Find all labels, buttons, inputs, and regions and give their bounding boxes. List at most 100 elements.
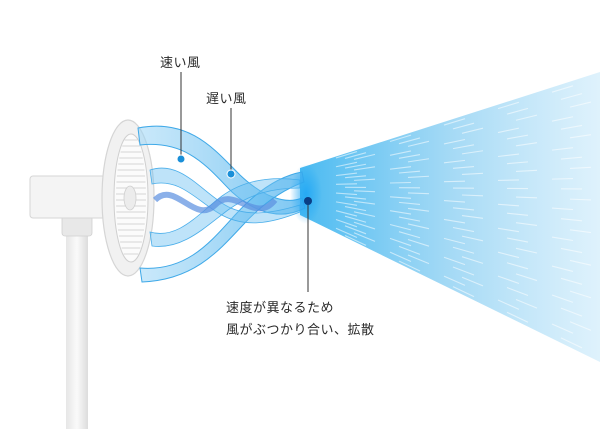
airflow-streak (344, 163, 367, 169)
airflow-streak (551, 85, 574, 93)
airflow-streak (560, 93, 583, 100)
airflow-streak (353, 211, 376, 218)
airflow-streak (398, 260, 421, 272)
airflow-streak (443, 118, 466, 126)
airflow-streak (506, 237, 529, 243)
airflow-streak (569, 321, 592, 331)
airflow-streak (551, 116, 574, 122)
airflow-streak (407, 254, 430, 265)
airflow-streak (506, 107, 529, 115)
airflow-streak (398, 231, 421, 239)
airflow-streak (497, 101, 520, 110)
airflow-streak (461, 235, 484, 242)
airflow-streak (497, 179, 520, 181)
fan-pole (66, 215, 88, 429)
airflow-streak (497, 227, 520, 233)
airflow-streak (497, 153, 520, 158)
airflow-streak (506, 161, 529, 165)
airflow-streak (407, 158, 430, 163)
airflow-streak (452, 165, 475, 169)
airflow-streak (407, 223, 430, 230)
airflow-streak (551, 323, 574, 334)
airflow-streak (569, 290, 592, 299)
airflow-streak (389, 210, 412, 215)
airflow-streak (335, 201, 358, 206)
airflow-streak (452, 122, 475, 130)
airflow-streak (335, 218, 358, 228)
airflow-streak (389, 181, 412, 184)
airflow-streak (515, 196, 538, 199)
airflow-streak (398, 154, 421, 159)
airflow-streak (461, 194, 484, 197)
airflow-streak (443, 237, 466, 245)
airflow-streak (443, 200, 466, 203)
airflow-streak (515, 169, 538, 172)
airflow-streak (335, 151, 358, 159)
airflow-streak (407, 192, 430, 195)
airflow-streak (389, 196, 412, 199)
airflow-streak (398, 201, 421, 206)
airflow-streak (515, 273, 538, 282)
airflow-streak (389, 237, 412, 247)
airflow-streak (443, 138, 466, 145)
result-label-line1: 速度が異なるため (226, 301, 335, 316)
airflow-cone (300, 72, 600, 362)
airflow-streak (569, 198, 592, 201)
fast-wind-label: 速い風 (160, 56, 201, 71)
airflow-streak (560, 247, 583, 254)
airflow-streak (353, 232, 376, 242)
airflow-streak (443, 159, 466, 164)
airflow-streak (515, 114, 538, 121)
airflow-streak (497, 127, 520, 134)
airflow-streak (461, 256, 484, 264)
airflow-streak (335, 192, 358, 196)
airflow-streak (344, 234, 367, 246)
airflow-streak (497, 299, 520, 310)
airflow-streak (353, 178, 376, 181)
airflow-streak (398, 137, 421, 145)
airflow-streak (443, 180, 466, 183)
collision-core-glow (290, 164, 322, 224)
airflow-streak (452, 207, 475, 211)
airflow-streak (506, 262, 529, 270)
slow-wind-label: 遅い風 (206, 92, 247, 107)
airflow-streak (560, 156, 583, 160)
result-label-line2: 風がぶつかり合い、拡散 (226, 323, 375, 338)
airflow-streak (452, 286, 475, 298)
airflow-streak (461, 127, 484, 134)
airflow-streak (569, 259, 592, 266)
airflow-streak (452, 226, 475, 233)
airflow-streak (389, 166, 412, 170)
airflow-streak (398, 170, 421, 174)
airflow-streak (560, 124, 583, 130)
airflow-streak (551, 236, 574, 242)
wind-ribbons (137, 125, 306, 283)
airflow-streak (506, 287, 529, 297)
airflow-streak (497, 203, 520, 207)
airflow-streak (398, 216, 421, 222)
airflow-streak (452, 246, 475, 254)
airflow-streak (335, 172, 358, 177)
airflow-streak (560, 277, 583, 285)
airflow-streak (407, 140, 430, 147)
airflow-streak (443, 275, 466, 286)
result-label: 速度が異なるため 風がぶつかり合い、拡散 (226, 298, 375, 342)
airflow-streak (335, 210, 358, 217)
airflow-streak (551, 178, 574, 180)
airflow-streak (335, 161, 358, 168)
airflow-streak (389, 134, 412, 143)
result-dot (304, 197, 312, 205)
airflow-streak (398, 245, 421, 255)
airflow-streak (515, 142, 538, 147)
airflow-streak (389, 223, 412, 231)
airflow-streak (560, 307, 583, 317)
airflow-streak (344, 196, 367, 200)
airflow-streak (569, 229, 592, 234)
airflow-streak (443, 256, 466, 266)
airflow-streak (344, 215, 367, 223)
airflow-streak (560, 337, 583, 349)
airflow-streak (353, 153, 376, 160)
airflow-streak (353, 200, 376, 205)
airflow-streak (407, 175, 430, 178)
